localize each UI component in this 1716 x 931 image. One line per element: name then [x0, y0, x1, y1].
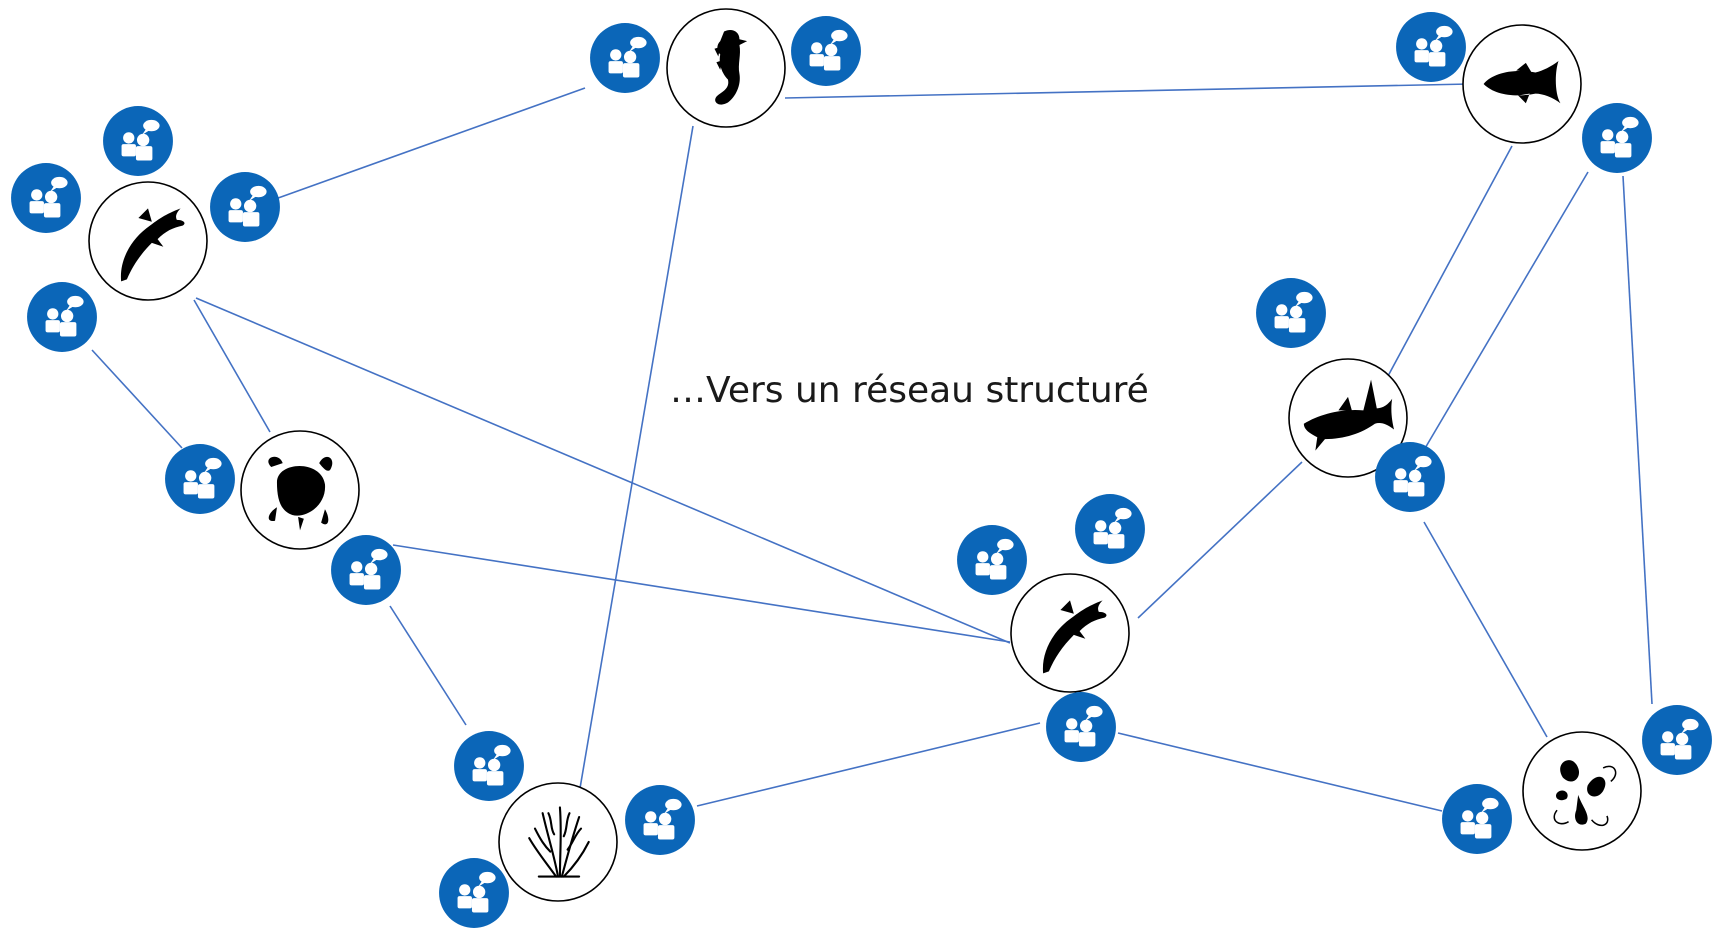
people-group-icon — [1075, 494, 1145, 564]
people-group-icon — [331, 535, 401, 605]
network-edges — [91, 83, 1653, 812]
people-group-icon — [103, 106, 173, 176]
people-group-icon — [625, 785, 695, 855]
edge — [1622, 175, 1653, 705]
species-node-turtle — [240, 430, 360, 550]
species-node-dolphin-center — [1010, 573, 1130, 693]
edge — [193, 299, 271, 433]
edge — [577, 125, 694, 801]
people-group-icon — [590, 23, 660, 93]
species-node-dolphin-top-left — [88, 181, 208, 301]
species-node-seaweed — [498, 782, 618, 902]
edge — [1423, 521, 1548, 738]
edge — [784, 83, 1471, 99]
people-group-icon — [791, 16, 861, 86]
people-group-icon — [439, 858, 509, 928]
edge — [1387, 145, 1513, 377]
people-group-icon — [957, 525, 1027, 595]
edge — [195, 297, 1011, 644]
species-node-fish — [1462, 24, 1582, 144]
edge — [696, 722, 1041, 807]
people-group-icon — [1442, 784, 1512, 854]
edge — [389, 605, 467, 726]
people-group-icon — [1582, 103, 1652, 173]
people-group-icon — [1046, 692, 1116, 762]
people-group-icon — [1396, 12, 1466, 82]
people-group-icon — [165, 444, 235, 514]
people-group-icon — [27, 282, 97, 352]
edge — [1117, 732, 1443, 812]
edge — [1423, 171, 1589, 451]
species-node-seahorse — [666, 8, 786, 128]
species-nodes — [88, 8, 1642, 902]
edge — [91, 349, 183, 449]
diagram-caption: …Vers un réseau structuré — [670, 370, 1149, 411]
people-group-icon — [11, 163, 81, 233]
people-group-icon — [454, 731, 524, 801]
edge — [392, 544, 1011, 643]
people-group-icon — [1642, 705, 1712, 775]
edge — [266, 87, 586, 203]
species-node-shark — [1288, 358, 1408, 478]
people-group-icon — [1375, 442, 1445, 512]
people-group-icon — [1256, 278, 1326, 348]
people-group-icon — [210, 172, 280, 242]
species-node-plankton — [1522, 731, 1642, 851]
edge — [1137, 461, 1303, 619]
